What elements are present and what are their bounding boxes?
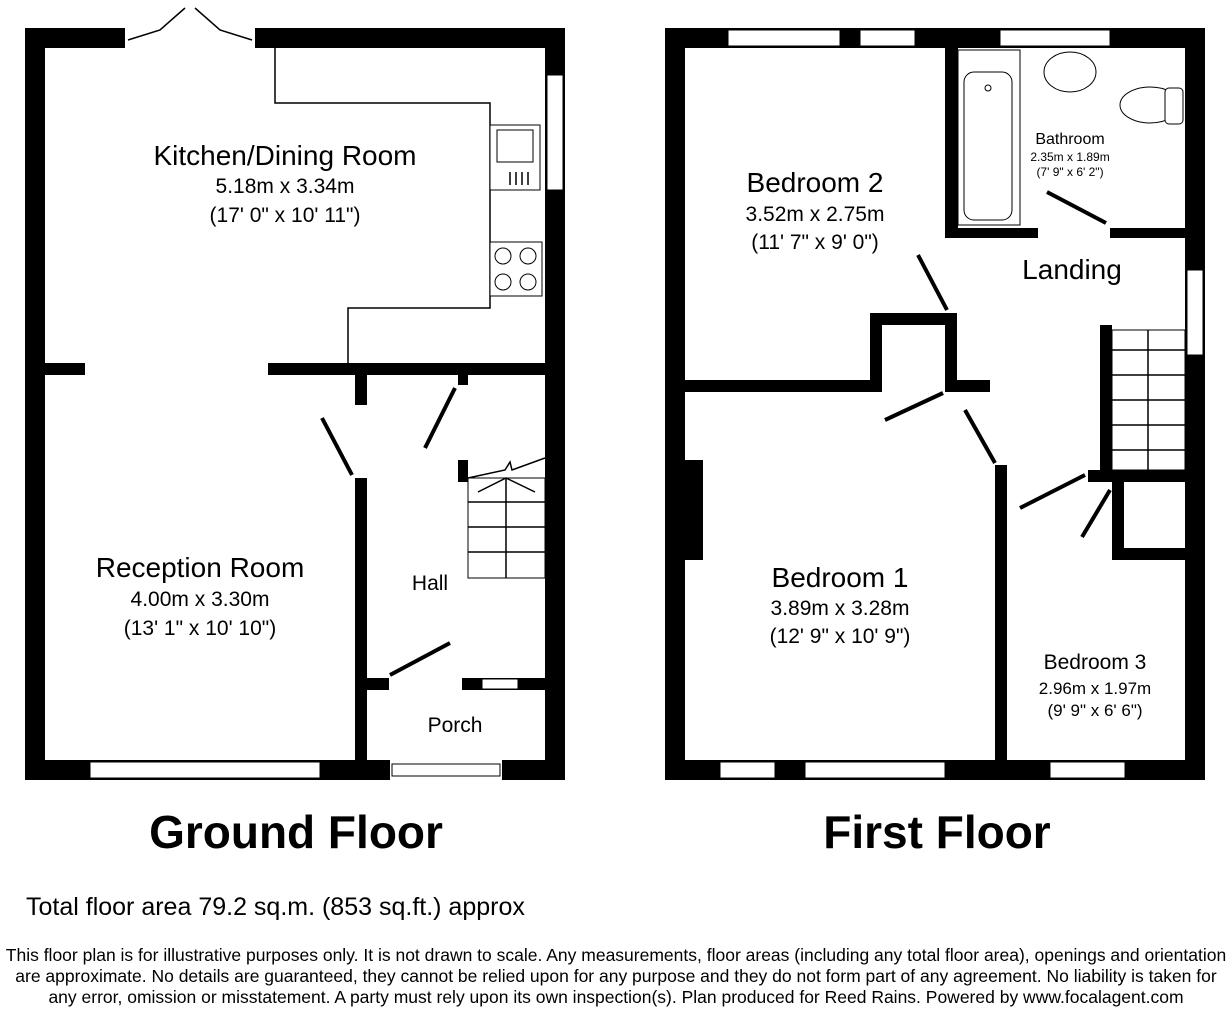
- toilet-icon: [1043, 51, 1184, 125]
- ground-floor-plan: [25, 7, 565, 780]
- first-floor-title: First Floor: [823, 806, 1051, 858]
- window: [546, 74, 564, 191]
- bath-icon: [957, 49, 1021, 226]
- front-door: [391, 763, 501, 777]
- svg-text:Landing: Landing: [1022, 254, 1122, 285]
- worktop: [274, 48, 491, 363]
- sink-icon: [489, 124, 541, 191]
- svg-text:4.00m x 3.30m: 4.00m x 3.30m: [131, 588, 270, 611]
- svg-text:Bedroom 1: Bedroom 1: [772, 562, 909, 593]
- disclaimer: This floor plan is for illustrative purp…: [5, 945, 1227, 1007]
- window: [89, 761, 321, 779]
- french-doors: [127, 7, 253, 41]
- svg-text:(9' 9" x 6' 6"): (9' 9" x 6' 6"): [1047, 701, 1142, 720]
- svg-text:Kitchen/Dining Room: Kitchen/Dining Room: [153, 140, 416, 171]
- svg-text:3.52m x 2.75m: 3.52m x 2.75m: [746, 203, 885, 226]
- svg-text:(17' 0" x 10' 11"): (17' 0" x 10' 11"): [210, 204, 361, 227]
- svg-text:Porch: Porch: [428, 714, 483, 737]
- svg-text:3.89m x 3.28m: 3.89m x 3.28m: [771, 597, 910, 620]
- svg-text:Bedroom 2: Bedroom 2: [747, 167, 884, 198]
- svg-text:Bathroom: Bathroom: [1035, 131, 1104, 148]
- svg-text:2.35m x 1.89m: 2.35m x 1.89m: [1030, 150, 1109, 164]
- total-floor-area: Total floor area 79.2 sq.m. (853 sq.ft.)…: [26, 893, 525, 921]
- svg-text:(7' 9" x 6' 2"): (7' 9" x 6' 2"): [1036, 165, 1103, 179]
- svg-text:(11' 7" x 9' 0"): (11' 7" x 9' 0"): [751, 231, 879, 254]
- hob-icon: [489, 241, 543, 297]
- staircase: [467, 457, 546, 579]
- svg-text:Reception Room: Reception Room: [96, 552, 305, 583]
- svg-text:Bedroom 3: Bedroom 3: [1044, 651, 1147, 674]
- svg-text:(12' 9" x 10' 9"): (12' 9" x 10' 9"): [770, 625, 911, 648]
- first-floor-plan: [665, 28, 1205, 780]
- svg-text:2.96m x 1.97m: 2.96m x 1.97m: [1039, 679, 1151, 698]
- room-labels: Kitchen/Dining Room 5.18m x 3.34m (17' 0…: [96, 131, 1152, 858]
- svg-text:Hall: Hall: [412, 572, 448, 595]
- svg-text:(13' 1" x 10' 10"): (13' 1" x 10' 10"): [124, 617, 277, 640]
- ground-floor-title: Ground Floor: [149, 806, 443, 858]
- staircase: [1111, 329, 1186, 471]
- svg-text:5.18m x 3.34m: 5.18m x 3.34m: [216, 175, 355, 198]
